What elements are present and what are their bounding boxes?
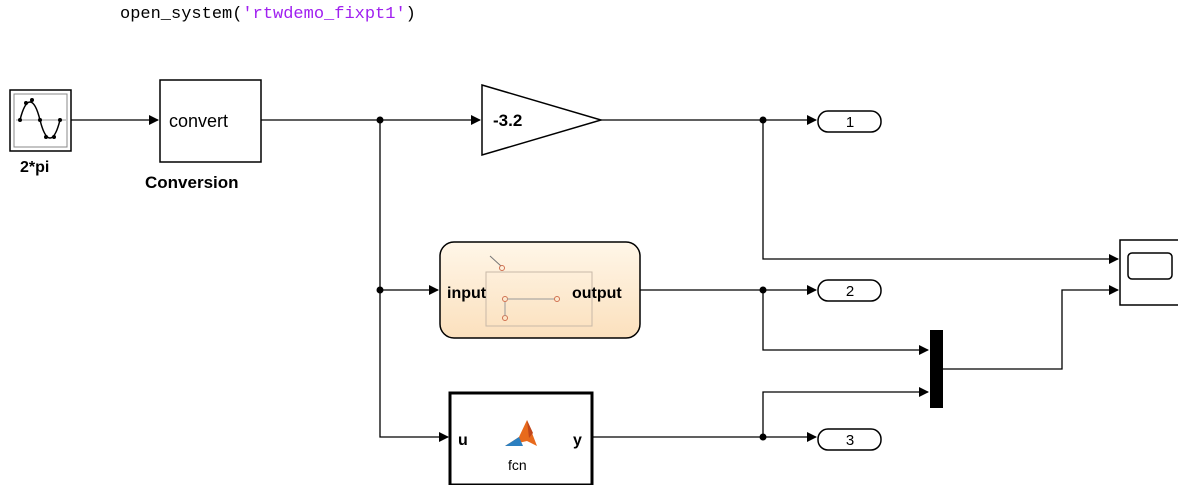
sine-label: 2*pi [20,159,49,176]
gain-value: -3.2 [493,111,522,130]
fcn-input-port: u [458,432,468,449]
fcn-output-port: y [573,432,582,449]
outport-2[interactable]: 2 [817,279,882,302]
scope-icon [1127,252,1173,280]
sine-wave-icon [16,98,66,139]
code-argument: 'rtwdemo_fixpt1' [242,5,406,24]
code-line: open_system('rtwdemo_fixpt1') [120,5,416,24]
outport-3[interactable]: 3 [817,428,882,451]
outport-1[interactable]: 1 [817,110,882,133]
sine-wave-block[interactable] [9,89,72,152]
branch-points [376,116,767,441]
stateflow-chart-icon [485,255,593,327]
stateflow-chart-block[interactable]: input output [439,241,641,339]
scope-block[interactable] [1119,239,1178,306]
gain-block[interactable]: -3.2 [481,83,604,157]
conversion-block[interactable]: convert [159,79,262,163]
chart-input-port: input [447,285,487,302]
outport-1-number: 1 [846,114,854,131]
fcn-label: fcn [508,457,527,473]
code-prefix: open_system( [120,5,243,24]
matlab-logo-icon [505,420,537,446]
mux-block[interactable] [930,330,943,408]
matlab-function-block[interactable]: u y fcn [448,391,594,485]
signal-lines [71,115,1119,442]
outport-3-number: 3 [846,432,854,449]
outport-2-number: 2 [846,283,854,300]
chart-output-port: output [572,285,622,302]
code-suffix: ) [405,5,416,24]
conversion-text: convert [169,111,228,131]
conversion-label: Conversion [145,173,239,192]
